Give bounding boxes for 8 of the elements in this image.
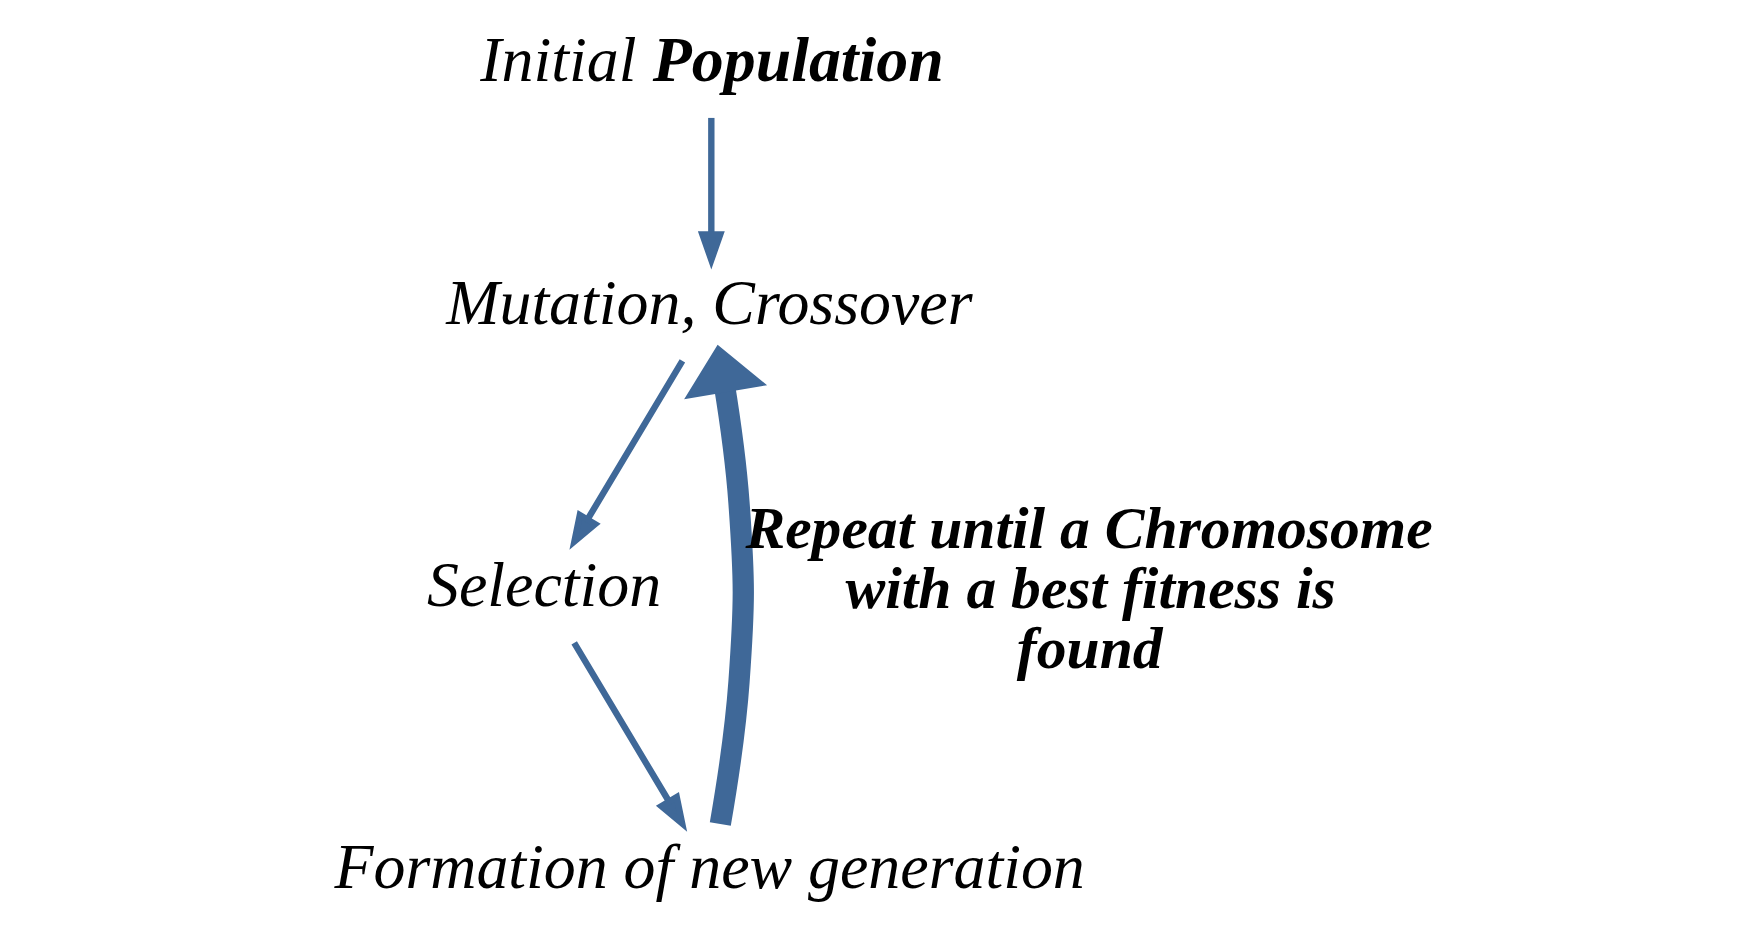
arrow xyxy=(683,344,767,826)
arrow xyxy=(570,640,687,832)
node-text: Selection xyxy=(426,548,661,620)
node-text: Mutation, Crossover xyxy=(445,266,973,338)
node-text: Initial Population xyxy=(479,23,944,95)
node-text: Formation of new generation xyxy=(333,830,1085,902)
arrow xyxy=(697,117,725,270)
arrow xyxy=(568,358,685,550)
